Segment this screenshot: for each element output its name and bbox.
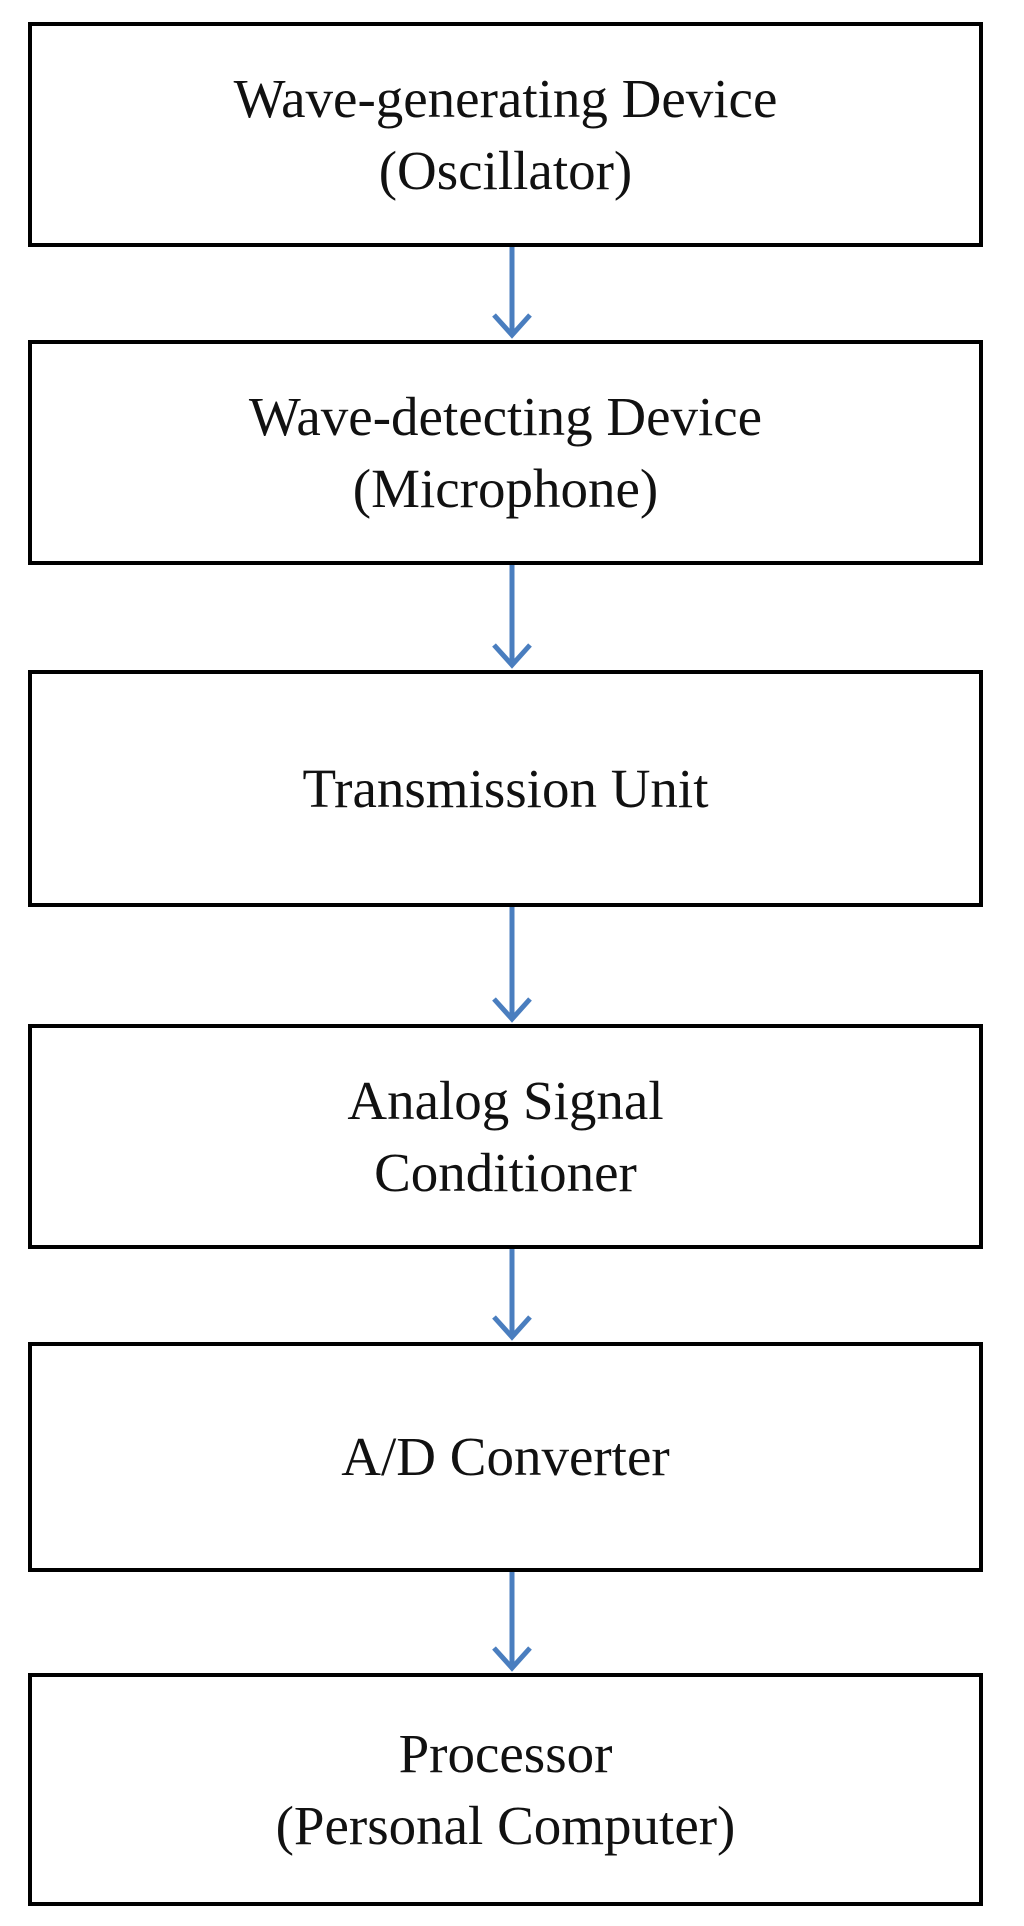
node-processor: Processor (Personal Computer): [28, 1673, 983, 1906]
node-label-line1: A/D Converter: [341, 1426, 670, 1488]
node-label-line2: (Personal Computer): [275, 1794, 736, 1856]
node-label-line1: Analog Signal: [347, 1070, 664, 1131]
node-analog-signal-conditioner: Analog Signal Conditioner: [28, 1024, 983, 1249]
arrow-down-icon: [492, 907, 532, 1023]
node-label-line2: (Oscillator): [378, 139, 633, 201]
arrow-down-icon: [492, 247, 532, 339]
node-label-line2: Conditioner: [374, 1141, 637, 1203]
node-wave-generating-device: Wave-generating Device (Oscillator): [28, 22, 983, 247]
node-wave-detecting-device: Wave-detecting Device (Microphone): [28, 340, 983, 565]
arrow-down-icon: [492, 1572, 532, 1672]
node-label-line1: Wave-generating Device: [233, 68, 778, 129]
arrow-down-icon: [492, 565, 532, 669]
node-transmission-unit: Transmission Unit: [28, 670, 983, 907]
node-label-line1: Transmission Unit: [302, 757, 709, 819]
node-label-line2: (Microphone): [352, 457, 659, 519]
node-label-line1: Processor: [398, 1723, 613, 1784]
node-label-line1: Wave-detecting Device: [248, 386, 763, 447]
arrow-down-icon: [492, 1249, 532, 1341]
node-ad-converter: A/D Converter: [28, 1342, 983, 1572]
